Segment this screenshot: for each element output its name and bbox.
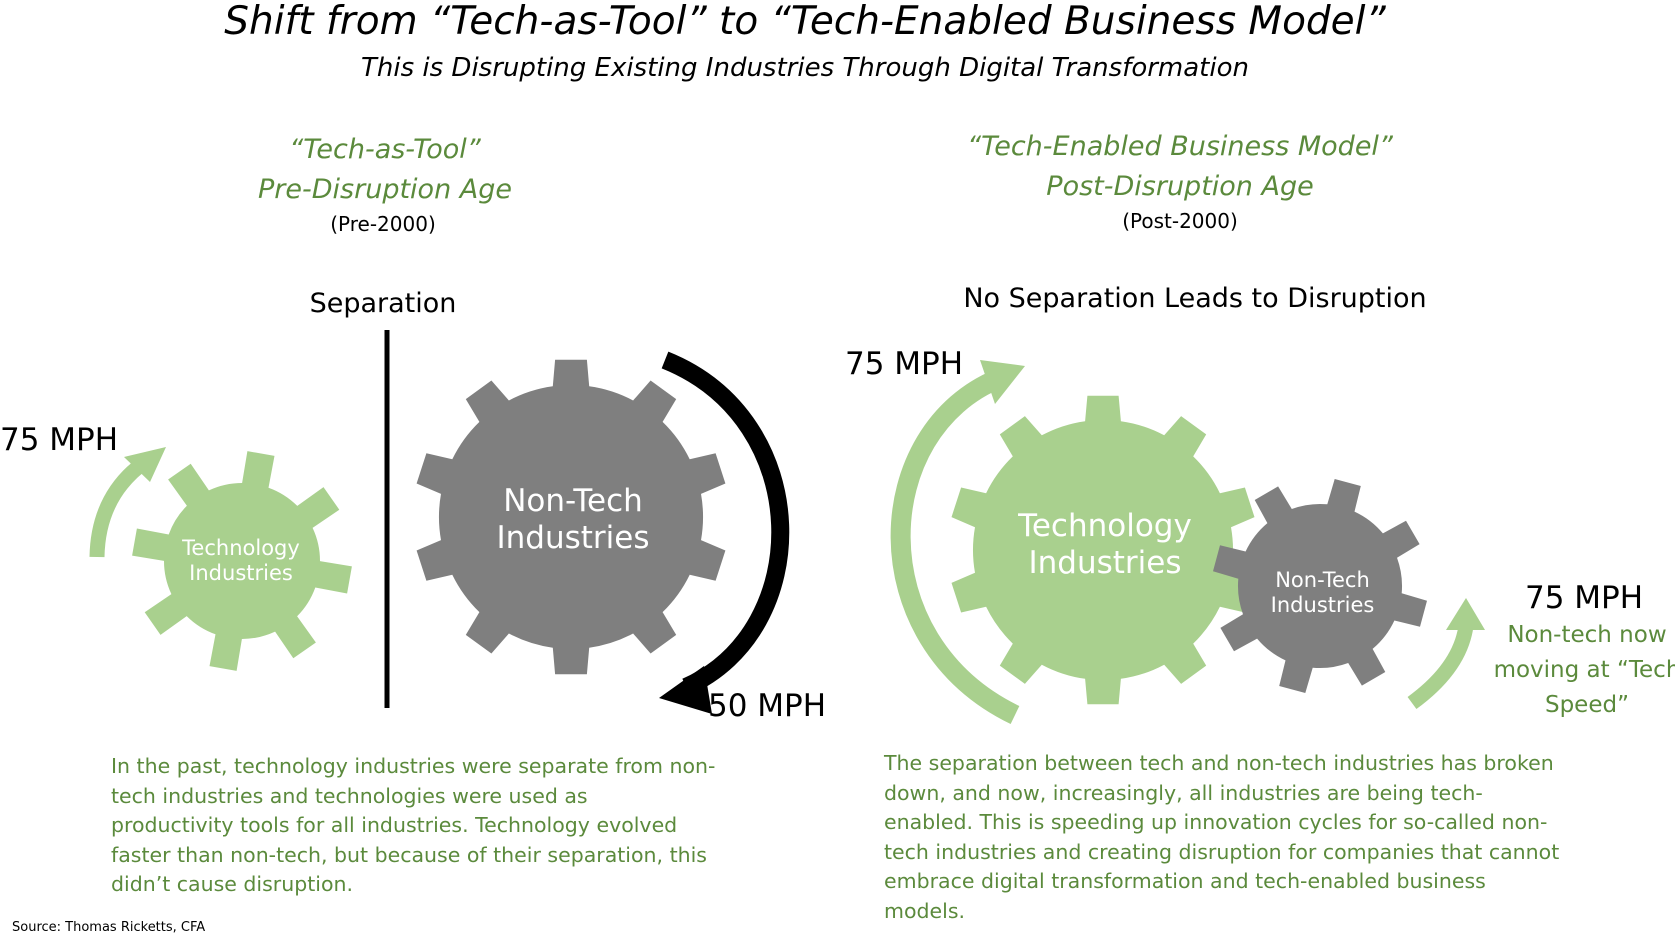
- right-nontech-speed: 75 MPH: [1525, 580, 1644, 616]
- left-technology-gear: [132, 451, 352, 671]
- right-nontech-arrowhead: [1446, 598, 1485, 630]
- right-tech-gear-label-line1: Technology: [1018, 508, 1192, 544]
- left-tech-gear-label-line1: Technology: [182, 536, 300, 560]
- left-nontech-speed: 50 MPH: [708, 688, 827, 724]
- page-subtitle: This is Disrupting Existing Industries T…: [361, 53, 1249, 83]
- right-nontech-note-line3: Speed”: [1544, 692, 1629, 718]
- left-nontech-gear: [416, 359, 726, 675]
- right-nontech-gear-label-line1: Non-Tech: [1275, 568, 1370, 592]
- right-nontech-gear: [1213, 479, 1427, 693]
- right-nontech-note-line2: moving at “Tech: [1493, 657, 1675, 683]
- left-nontech-gear-label: Non-Tech Industries: [448, 483, 698, 557]
- right-tech-arrowhead: [980, 360, 1025, 404]
- left-tech-gear-label: Technology Industries: [160, 536, 322, 586]
- left-heading-line1: “Tech-as-Tool”: [289, 134, 481, 165]
- left-nontech-gear-label-line1: Non-Tech: [503, 483, 643, 519]
- right-nontech-rotation-arrow: [1407, 624, 1474, 710]
- left-nontech-arrowhead: [659, 666, 712, 714]
- page-title: Shift from “Tech-as-Tool” to “Tech-Enabl…: [224, 0, 1386, 44]
- right-technology-gear: [951, 395, 1255, 705]
- left-heading-line2: Pre-Disruption Age: [258, 174, 512, 205]
- right-tech-speed: 75 MPH: [845, 346, 964, 382]
- right-heading-line1: “Tech-Enabled Business Model”: [967, 131, 1393, 162]
- right-nontech-note-line1: Non-tech now: [1507, 622, 1667, 648]
- separation-label: Separation: [309, 288, 457, 319]
- left-description: In the past, technology industries were …: [111, 754, 716, 896]
- left-nontech-gear-label-line2: Industries: [496, 520, 650, 557]
- right-description: The separation between tech and non-tech…: [884, 751, 1560, 923]
- left-era: (Pre-2000): [330, 212, 436, 236]
- left-nontech-rotation-arrow: [661, 351, 790, 696]
- right-nontech-gear-label-line2: Industries: [1270, 593, 1375, 618]
- right-heading-line2: Post-Disruption Age: [1046, 171, 1314, 202]
- source-note: Source: Thomas Ricketts, CFA: [12, 920, 206, 935]
- right-era: (Post-2000): [1122, 209, 1238, 233]
- right-tech-rotation-arrow: [890, 368, 1020, 724]
- right-nontech-gear-label: Non-Tech Industries: [1250, 568, 1395, 618]
- left-tech-speed: 75 MPH: [0, 422, 119, 458]
- right-nontech-note: Non-tech now moving at “Tech Speed”: [1477, 618, 1675, 723]
- right-tech-gear-label-line2: Industries: [1028, 545, 1182, 582]
- left-tech-arrowhead: [124, 447, 166, 482]
- right-tech-gear-label: Technology Industries: [980, 508, 1230, 582]
- no-separation-caption: No Separation Leads to Disruption: [963, 283, 1427, 314]
- left-tech-gear-label-line2: Industries: [189, 561, 293, 586]
